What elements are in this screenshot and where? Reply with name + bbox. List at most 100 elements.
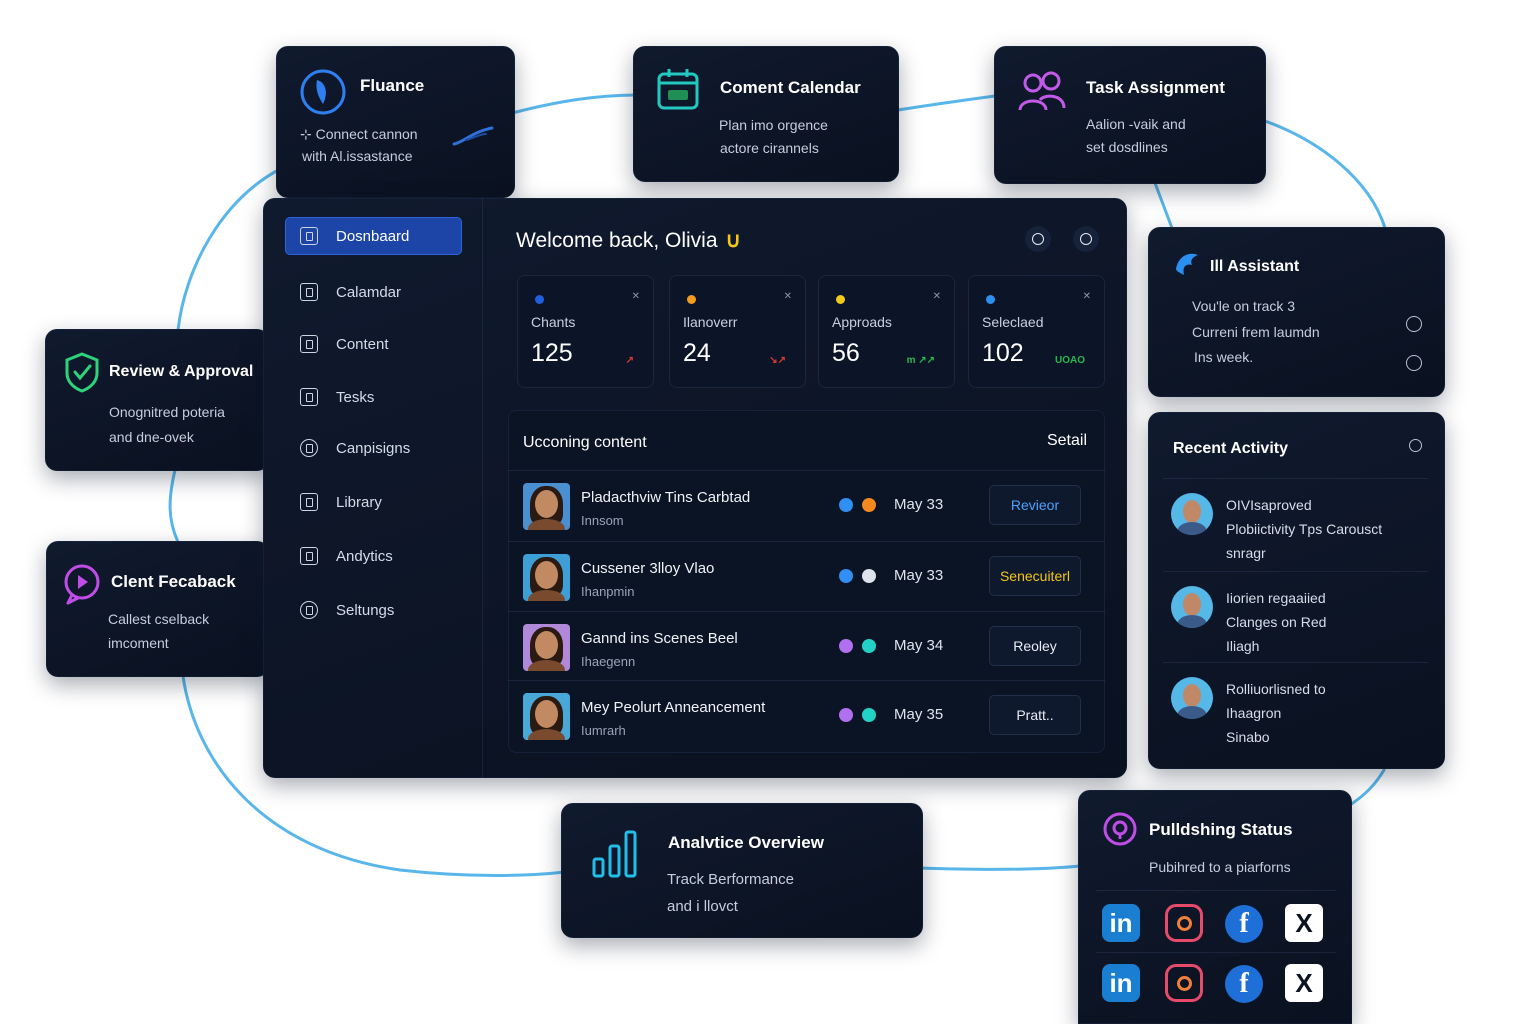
stat-menu-icon[interactable]: ✕ <box>783 291 792 302</box>
client-feedback-desc-1: Callest cselback <box>108 611 210 627</box>
table-row[interactable]: Pladacthviw Tins Carbtad Innsom May 33 R… <box>508 470 1105 540</box>
ai-assistant-card[interactable]: Ill Assistant Vou'le on track 3 Curreni … <box>1148 227 1445 397</box>
avatar <box>1171 493 1213 535</box>
channel-dot <box>862 639 876 653</box>
sidebar-item-dashboard[interactable]: Dosnbaard <box>286 218 461 254</box>
settings-icon <box>300 601 318 619</box>
channel-dot <box>839 498 853 512</box>
assistant-info-icon[interactable] <box>1406 355 1422 371</box>
facebook-icon[interactable]: f <box>1225 965 1263 1003</box>
row-date: May 34 <box>894 637 944 654</box>
channel-dot <box>862 498 876 512</box>
avatar <box>1171 677 1213 719</box>
table-row[interactable]: Cussener 3lloy Vlao Ihanpmin May 33 Sene… <box>508 541 1105 611</box>
instagram-icon[interactable] <box>1165 904 1203 942</box>
sidebar-item-library[interactable]: Library <box>286 484 461 520</box>
activity-line: snragr <box>1226 545 1266 561</box>
facebook-icon[interactable]: f <box>1225 905 1263 943</box>
table-row[interactable]: Mey Peolurt Anneancement Iumrarh May 35 … <box>508 680 1105 750</box>
row-status-button[interactable]: Reoley <box>989 626 1081 666</box>
linkedin-icon[interactable]: in <box>1102 964 1140 1002</box>
stat-card-approads[interactable]: ✕ Approads 56 m ↗↗ <box>818 275 955 388</box>
list-item[interactable]: Rolliuorlisned to Ihaagron Sinabo <box>1163 662 1428 754</box>
stat-trend: ↗ <box>625 355 634 366</box>
content-thumbnail <box>523 483 570 530</box>
stat-label: Ilanoverr <box>683 314 738 330</box>
analytics-overview-card[interactable]: Analvtice Overview Track Berformance and… <box>561 803 923 938</box>
fluance-desc-2: with Al.issastance <box>302 148 413 164</box>
content-thumbnail <box>523 693 570 740</box>
instagram-icon[interactable] <box>1165 964 1203 1002</box>
stat-menu-icon[interactable]: ✕ <box>631 291 640 302</box>
upcoming-title: Ucconing content <box>523 434 647 451</box>
sidebar-item-content[interactable]: Content <box>286 326 461 362</box>
client-feedback-title: Clent Fecaback <box>111 572 236 591</box>
task-assignment-card[interactable]: Task Assignment Aalion -vaik and set dos… <box>994 46 1266 184</box>
sparkle-icon <box>452 126 494 146</box>
stat-value: 24 <box>683 339 711 367</box>
client-feedback-card[interactable]: Clent Fecaback Callest cselback imcoment <box>46 541 269 677</box>
review-approval-title: Review & Approval <box>109 363 254 380</box>
row-status-button[interactable]: Revieor <box>989 485 1081 525</box>
row-title: Pladacthviw Tins Carbtad <box>581 489 751 506</box>
sidebar-item-calendar[interactable]: Calamdar <box>286 274 461 310</box>
activity-text: Rolliuorlisned to Ihaagron Sinabo <box>1226 677 1326 749</box>
sidebar-item-label: Content <box>336 335 389 353</box>
activity-line: Iliagh <box>1226 638 1260 654</box>
assistant-action-icon[interactable] <box>1406 316 1422 332</box>
activity-line: Iiorien regaaiied <box>1226 590 1326 606</box>
content-calendar-card[interactable]: Coment Calendar Plan imo orgence actore … <box>633 46 899 182</box>
calendar-nav-icon <box>300 283 318 301</box>
stat-dot <box>836 295 845 304</box>
stat-card-ilanoverr[interactable]: ✕ Ilanoverr 24 ↘↗ <box>669 275 806 388</box>
campaigns-icon <box>300 439 318 457</box>
stat-card-chants[interactable]: ✕ Chants 125 ↗ <box>517 275 654 388</box>
review-approval-card[interactable]: Review & Approval Onognitred poteria and… <box>45 329 269 471</box>
table-row[interactable]: Gannd ins Scenes Beel Ihaegenn May 34 Re… <box>508 611 1105 681</box>
stat-menu-icon[interactable]: ✕ <box>932 291 941 302</box>
feedback-bubble-icon <box>64 564 100 605</box>
welcome-text: Welcome back, Olivia <box>516 229 718 252</box>
sidebar-item-settings[interactable]: Seltungs <box>286 592 461 628</box>
fluance-card[interactable]: Fluance ⊹ Connect cannon with Al.issasta… <box>276 46 515 198</box>
sidebar-item-label: Seltungs <box>336 601 395 619</box>
tasks-icon <box>300 388 318 406</box>
row-status-button[interactable]: Senecuiterl <box>989 556 1081 596</box>
list-item[interactable]: Iiorien regaaiied Clanges on Red Iliagh <box>1163 571 1428 662</box>
sidebar-item-label: Library <box>336 493 382 511</box>
activity-line: Sinabo <box>1226 729 1270 745</box>
activity-line: Clanges on Red <box>1226 614 1327 630</box>
content-calendar-desc-2: actore cirannels <box>720 140 819 156</box>
row-status-button[interactable]: Pratt.. <box>989 695 1081 735</box>
linkedin-icon[interactable]: in <box>1102 904 1140 942</box>
stat-card-seleclaed[interactable]: ✕ Seleclaed 102 UOAO <box>968 275 1105 388</box>
wave-icon: ∪ <box>725 229 741 252</box>
activity-line: Ihaagron <box>1226 705 1282 721</box>
sidebar-item-analytics[interactable]: Andytics <box>286 538 461 574</box>
bar-chart-icon <box>592 830 637 878</box>
stat-menu-icon[interactable]: ✕ <box>1082 291 1091 302</box>
list-item[interactable]: OIVIsaproved Plobiictivity Tps Carousct … <box>1163 478 1428 571</box>
notifications-button[interactable] <box>1025 226 1051 252</box>
row-date: May 33 <box>894 496 944 513</box>
upcoming-detail-link[interactable]: Setail <box>1046 432 1087 449</box>
x-icon[interactable]: X <box>1285 964 1323 1002</box>
sidebar-item-label: Canpisigns <box>336 439 411 457</box>
analytics-icon <box>300 547 318 565</box>
task-assignment-desc-1: Aalion -vaik and <box>1086 116 1186 132</box>
content-calendar-title: Coment Calendar <box>720 78 861 97</box>
upcoming-content-panel: Ucconing content Setail Pladacthviw Tins… <box>508 410 1105 753</box>
x-icon[interactable]: X <box>1285 904 1323 942</box>
calendar-icon <box>657 69 699 110</box>
profile-icon <box>1080 233 1092 245</box>
publishing-divider <box>1096 890 1336 891</box>
sidebar-item-tasks[interactable]: Tesks <box>286 379 461 415</box>
profile-button[interactable] <box>1073 226 1099 252</box>
row-title: Cussener 3lloy Vlao <box>581 560 715 577</box>
ai-assistant-desc-2: Curreni frem laumdn <box>1192 324 1320 340</box>
activity-options-icon[interactable] <box>1409 439 1422 452</box>
sidebar-item-campaigns[interactable]: Canpisigns <box>286 430 461 466</box>
stat-trend: m ↗↗ <box>906 355 935 366</box>
bell-icon <box>1032 233 1044 245</box>
sidebar-item-label: Calamdar <box>336 283 402 301</box>
